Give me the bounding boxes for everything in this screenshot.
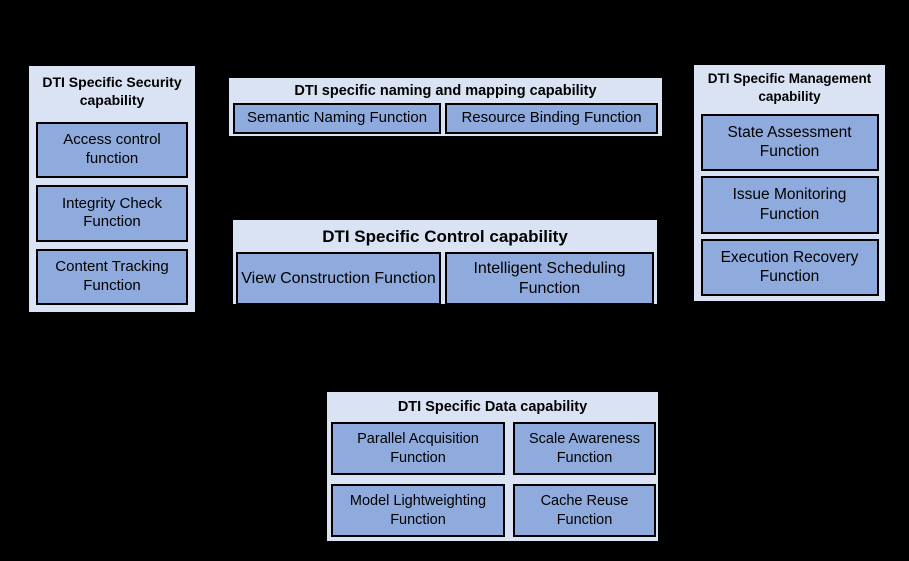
management-capability-title: DTI Specific Management capability [707,71,872,104]
function-box-parallel-acquisition: Parallel Acquisition Function [331,422,505,475]
security-capability-title: DTI Specific Security capability [42,74,182,109]
function-box-cache-reuse: Cache Reuse Function [513,484,656,537]
control-function-row: View Construction Function Intelligent S… [233,252,657,305]
function-box-content-tracking: Content Tracking Function [36,248,188,305]
security-capability-group: DTI Specific Security capability Access … [27,64,197,314]
function-box-model-lightweighting: Model Lightweighting Function [331,484,505,537]
function-box-access-control: Access control function [36,121,188,179]
data-capability-title: DTI Specific Data capability [397,399,588,415]
data-function-grid: Parallel Acquisition Function Scale Awar… [331,422,656,537]
naming-function-row: Semantic Naming Function Resource Bindin… [229,103,662,134]
function-box-semantic-naming: Semantic Naming Function [233,103,441,134]
function-box-integrity-check: Integrity Check Function [36,185,188,242]
naming-mapping-capability-title: DTI specific naming and mapping capabili… [294,83,597,99]
control-capability-group: DTI Specific Control capability View Con… [231,218,659,306]
function-box-scale-awareness: Scale Awareness Function [513,422,656,475]
function-box-resource-binding: Resource Binding Function [445,103,658,134]
function-box-view-construction: View Construction Function [236,252,442,305]
function-box-execution-recovery: Execution Recovery Function [700,238,879,296]
data-capability-group: DTI Specific Data capability Parallel Ac… [325,390,660,543]
naming-mapping-capability-group: DTI specific naming and mapping capabili… [227,76,664,138]
control-capability-title: DTI Specific Control capability [322,227,568,246]
management-capability-group: DTI Specific Management capability State… [692,63,887,303]
function-box-issue-monitoring: Issue Monitoring Function [700,176,879,234]
function-box-state-assessment: State Assessment Function [700,113,879,172]
function-box-intelligent-scheduling: Intelligent Scheduling Function [445,252,654,305]
